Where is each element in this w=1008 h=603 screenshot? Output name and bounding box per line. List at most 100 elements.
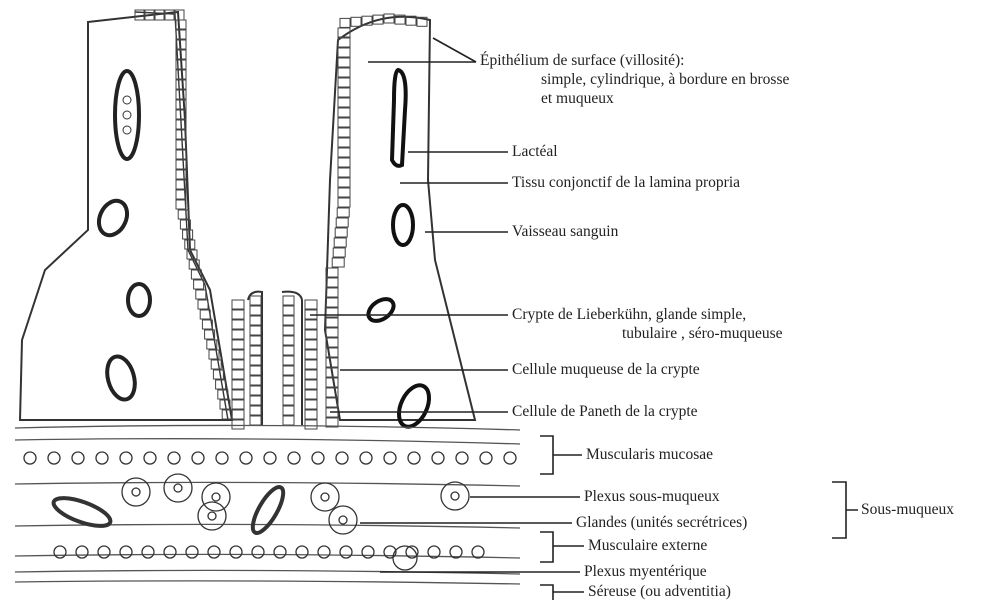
crypt-cell xyxy=(305,410,317,419)
crypt-vessel xyxy=(364,295,397,326)
gland-unit xyxy=(441,482,469,510)
gland-lumen xyxy=(174,484,182,492)
label-crypt-line2: tubulaire , séro-muqueuse xyxy=(622,325,783,343)
crypt-cell xyxy=(250,326,261,335)
muscle-cell-nucleus xyxy=(504,452,516,464)
crypt-cell xyxy=(250,316,261,325)
muscle-cell-nucleus xyxy=(456,452,468,464)
epithelial-cell xyxy=(333,248,345,257)
gland-unit xyxy=(329,506,357,534)
submucosal-vessel xyxy=(247,483,289,537)
crypt-cell xyxy=(283,336,294,345)
epithelial-cell xyxy=(176,200,186,209)
epithelial-cell xyxy=(338,138,350,147)
epithelial-cell xyxy=(338,48,350,57)
epithelial-cell xyxy=(326,318,338,327)
crypt-cell xyxy=(283,356,294,365)
label-submucosa: Sous-muqueux xyxy=(861,501,954,519)
label-glands: Glandes (unités secrétrices) xyxy=(576,514,747,532)
crypt-cell xyxy=(305,300,317,309)
crypt-cell xyxy=(232,370,244,379)
epithelial-cell xyxy=(176,140,186,149)
crypt-cell xyxy=(232,330,244,339)
crypt-cell xyxy=(232,300,244,309)
crypt-cell xyxy=(250,296,261,305)
external-muscle-nucleus xyxy=(296,546,308,558)
epithelial-cell xyxy=(338,68,350,77)
crypt-cell xyxy=(250,416,261,425)
crypt-cell xyxy=(305,400,317,409)
epithelial-cell xyxy=(338,58,350,67)
crypt-cell xyxy=(232,390,244,399)
epithelial-cell xyxy=(338,118,350,127)
crypt-cell xyxy=(283,316,294,325)
epithelial-cell xyxy=(176,150,186,159)
gland-lumen xyxy=(339,516,347,524)
label-myenteric-plexus: Plexus myentérique xyxy=(584,563,707,581)
epithelial-cell xyxy=(200,310,210,319)
epithelial-cell xyxy=(338,78,350,87)
crypt-cell xyxy=(283,396,294,405)
epithelial-cell xyxy=(326,278,338,287)
crypt-cell xyxy=(305,420,317,429)
crypt-cell xyxy=(232,400,244,409)
muscle-cell-nucleus xyxy=(336,452,348,464)
crypt-cell xyxy=(283,376,294,385)
crypt-cell xyxy=(305,350,317,359)
lacteal-shape xyxy=(392,70,406,166)
epithelial-cell xyxy=(338,108,350,117)
crypt-cell xyxy=(283,326,294,335)
epithelial-cell xyxy=(176,20,186,29)
epithelial-cell xyxy=(334,238,346,247)
gland-unit xyxy=(311,483,339,511)
label-muscularis-mucosae: Muscularis mucosae xyxy=(586,446,713,464)
gland-lumen xyxy=(212,493,220,501)
external-muscle-nucleus xyxy=(362,546,374,558)
label-epithelium-line3: et muqueux xyxy=(541,90,614,108)
epithelial-cell xyxy=(351,17,361,26)
muscle-cell-nucleus xyxy=(288,452,300,464)
label-muscularis-externa: Musculaire externe xyxy=(588,537,707,555)
crypt-cell xyxy=(250,336,261,345)
epithelial-cell xyxy=(196,290,206,299)
epithelial-cell xyxy=(326,288,338,297)
external-muscle-nucleus xyxy=(340,546,352,558)
crypt-cell xyxy=(283,416,294,425)
crypt-cell xyxy=(232,410,244,419)
epithelial-cell xyxy=(337,208,349,217)
epithelial-cell xyxy=(326,298,338,307)
gland-unit xyxy=(164,474,192,502)
epithelial-cell xyxy=(338,98,350,107)
muscle-cell-nucleus xyxy=(168,452,180,464)
label-lacteal: Lactéal xyxy=(512,143,558,161)
epithelial-cell xyxy=(332,258,344,267)
paneth-vessel xyxy=(393,381,435,432)
epithelial-cell xyxy=(335,228,347,237)
external-muscle-nucleus xyxy=(164,546,176,558)
crypt-cell xyxy=(232,310,244,319)
crypt-cell xyxy=(283,296,294,305)
external-muscle-nucleus xyxy=(208,546,220,558)
crypt-cell xyxy=(250,366,261,375)
label-paneth-cell: Cellule de Paneth de la crypte xyxy=(512,403,698,421)
gland-lumen xyxy=(132,488,140,496)
external-muscle-nucleus xyxy=(472,546,484,558)
label-blood-vessel: Vaisseau sanguin xyxy=(512,223,618,241)
epithelial-cell xyxy=(213,370,223,379)
epithelial-cell xyxy=(326,358,338,367)
crypt-cell xyxy=(305,360,317,369)
muscle-cell-nucleus xyxy=(144,452,156,464)
crypt-cell xyxy=(305,340,317,349)
crypt-cell xyxy=(283,406,294,415)
epithelial-cell xyxy=(176,80,186,89)
crypt-cell xyxy=(283,306,294,315)
left-villus-vessel-1 xyxy=(94,196,133,240)
external-muscle-nucleus xyxy=(120,546,132,558)
muscle-cell-nucleus xyxy=(480,452,492,464)
external-muscle-nucleus xyxy=(252,546,264,558)
external-muscle-nucleus xyxy=(142,546,154,558)
crypt-cell xyxy=(232,350,244,359)
epithelial-cell xyxy=(338,128,350,137)
